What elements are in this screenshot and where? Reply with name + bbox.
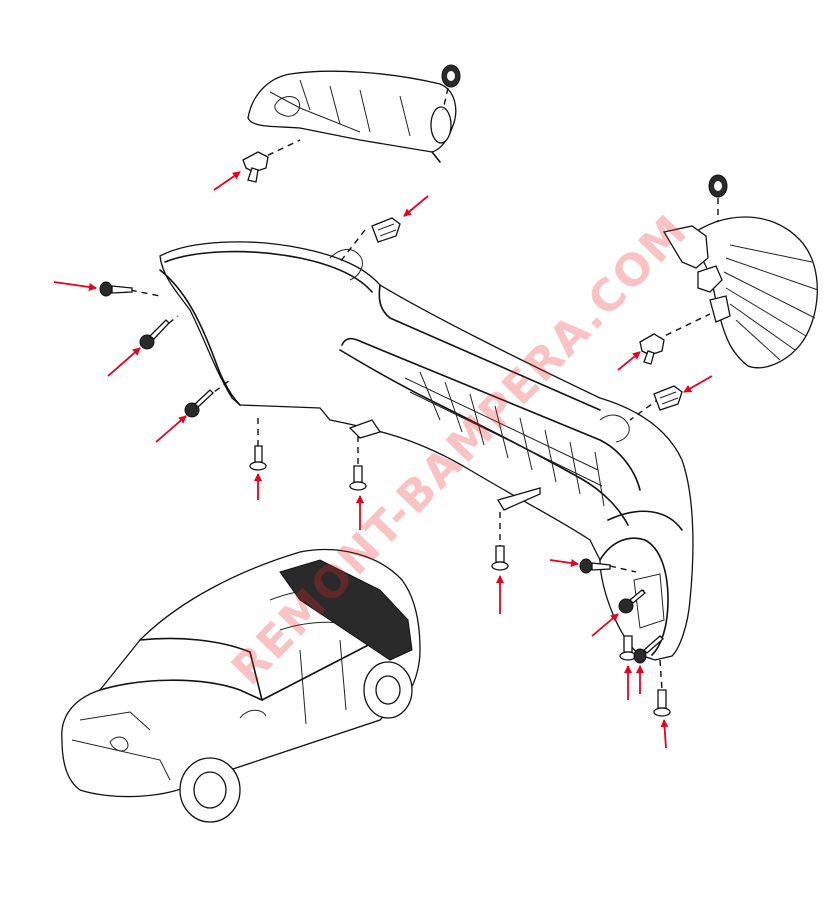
screw-right-1-icon [579,558,611,574]
arrow-4 [107,347,141,377]
arrow-15 [683,375,713,393]
push-clip-top-icon [371,217,401,243]
bolt-5-icon [653,689,671,717]
screw-right-3-icon [633,635,664,664]
bolt-3-icon [491,545,509,571]
left-light-clip-icon [242,151,269,183]
screw-left-3-icon [184,389,214,418]
arrow-9 [549,559,579,567]
arrow-14 [617,351,641,371]
push-clip-right-icon [653,385,683,411]
bolt-1-icon [249,445,267,471]
arrow-13 [660,719,669,749]
bolt-4-icon [619,635,637,661]
arrow-2 [403,195,429,217]
screw-right-2-icon [618,589,646,614]
car-overview-icon [61,548,421,823]
screw-left-2-icon [139,319,170,350]
left-tail-light-icon [247,70,457,163]
arrow-10 [591,613,619,637]
left-light-washer-icon [441,64,461,88]
arrow-3 [53,281,97,291]
rear-bumper-icon [159,241,694,661]
pointer-arrows [53,171,713,749]
bolt-2-icon [349,465,367,491]
right-light-washer-icon [708,174,728,198]
screw-left-1-icon [99,281,133,297]
right-light-clip-icon [639,333,665,365]
right-tail-light-icon [662,216,819,369]
arrow-1 [213,171,241,191]
arrow-5 [155,415,187,443]
